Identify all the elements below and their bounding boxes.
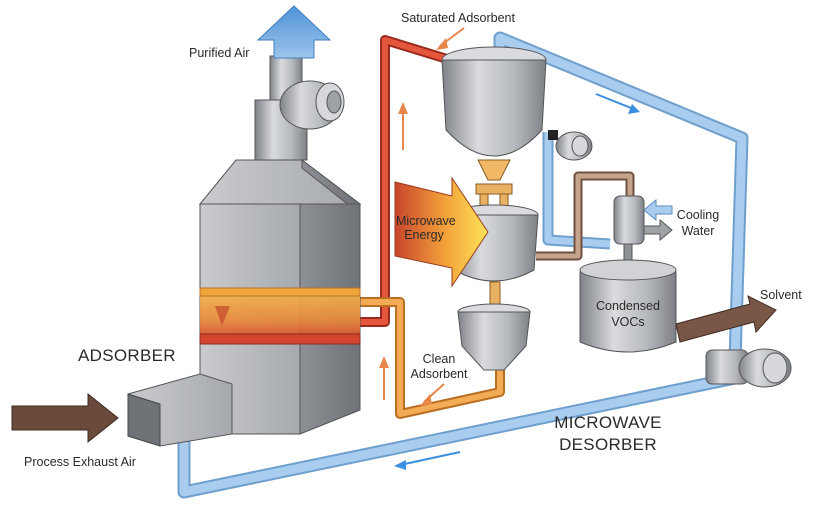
condenser-unit [613, 195, 645, 263]
purified-air-arrow [256, 5, 332, 59]
purified-air-label: Purified Air [189, 46, 250, 60]
microwave-energy-label: Microwave Energy [396, 214, 456, 242]
desorber-unit [441, 46, 547, 371]
saturated-adsorbent-line [360, 35, 472, 327]
saturated-adsorbent-label: Saturated Adsorbent [401, 11, 515, 25]
condensed-vocs-label: Condensed VOCs [582, 298, 674, 330]
clean-adsorbent-line1: Clean [422, 352, 456, 366]
microwave-energy-line2: Energy [404, 228, 444, 242]
microwave-energy-line1: Microwave [396, 214, 456, 228]
adsorber-unit [127, 55, 362, 447]
process-exhaust-air-label: Process Exhaust Air [24, 455, 136, 469]
solvent-label: Solvent [760, 288, 802, 302]
small-blower [548, 130, 593, 161]
cooling-water-line1: Cooling [676, 208, 720, 222]
flow-arrows [379, 27, 640, 470]
microwave-desorber-line1: MICROWAVE [554, 413, 662, 432]
air-return-duct [177, 31, 749, 499]
cooling-water-out-arrow [643, 218, 673, 242]
voc-tank [579, 259, 677, 353]
vapor-line [536, 171, 635, 261]
microwave-desorber-label: MICROWAVE DESORBER [540, 412, 676, 456]
return-blower [705, 348, 792, 388]
clean-adsorbent-label: Clean Adsorbent [400, 352, 478, 382]
process-exhaust-arrow [11, 392, 119, 444]
clean-adsorbent-line2: Adsorbent [410, 367, 468, 381]
condensed-vocs-line2: VOCs [611, 315, 645, 329]
condensed-vocs-line1: Condensed [596, 299, 660, 313]
cooling-water-line2: Water [681, 224, 715, 238]
cooling-water-label: Cooling Water [668, 207, 728, 239]
microwave-energy-arrow [394, 176, 489, 288]
cooling-water-in-arrow [643, 198, 673, 222]
clean-adsorbent-line [360, 297, 505, 419]
adsorber-label: ADSORBER [78, 346, 176, 365]
microwave-desorber-line2: DESORBER [559, 435, 657, 454]
solvent-arrow [675, 295, 777, 343]
